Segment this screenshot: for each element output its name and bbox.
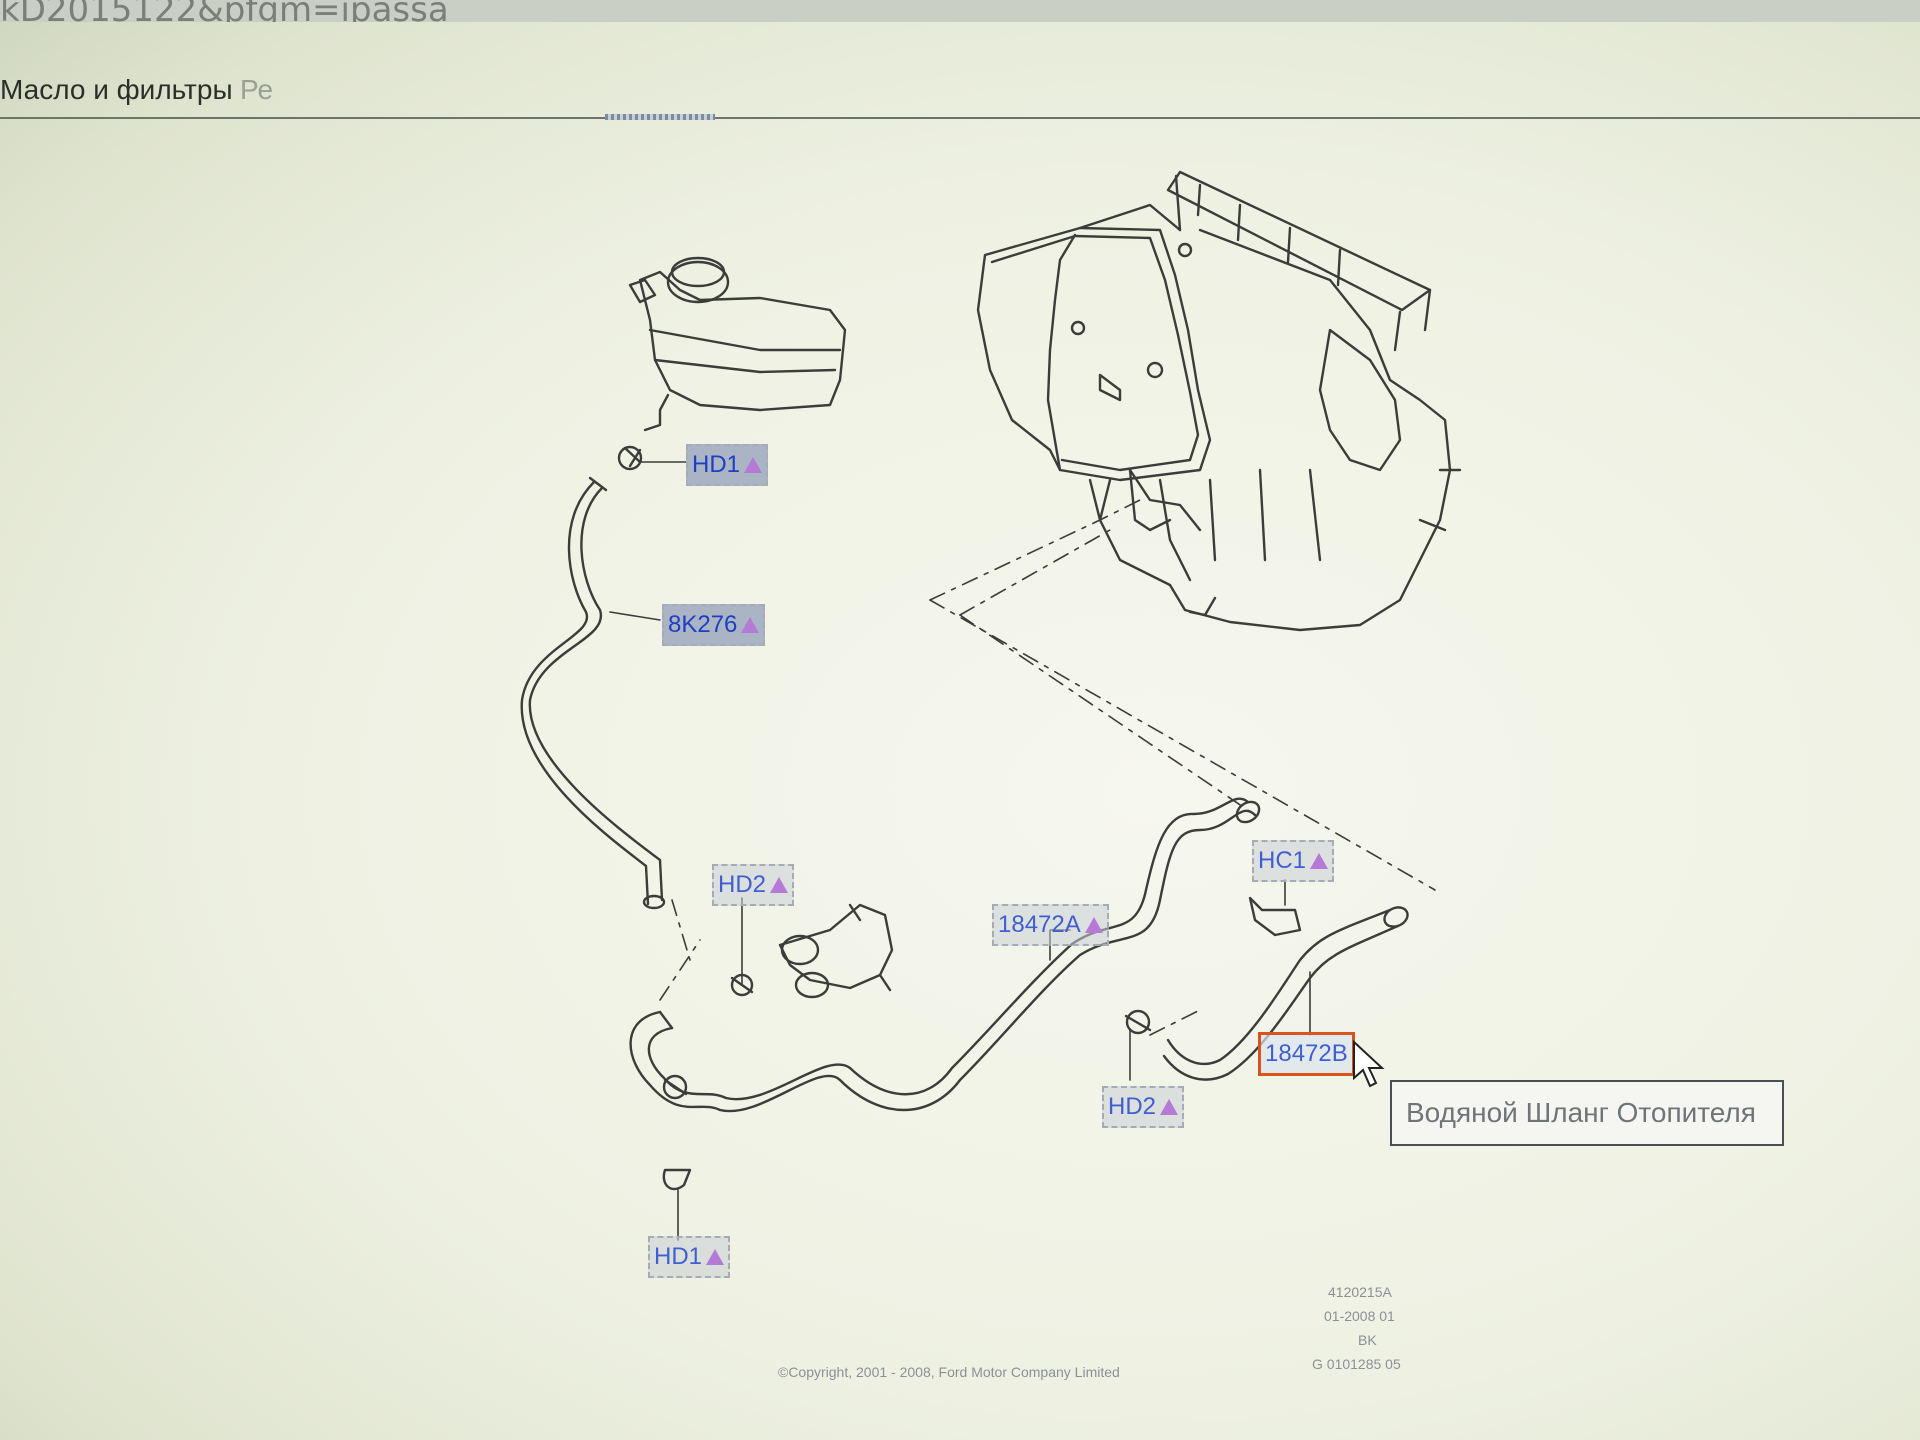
part-tooltip: Водяной Шланг Отопителя xyxy=(1390,1080,1784,1146)
warning-triangle-icon xyxy=(1084,917,1103,933)
callout-8k276[interactable]: 8K276 xyxy=(662,604,766,646)
menu-item-truncated[interactable]: Ре xyxy=(240,74,274,105)
callout-18472a[interactable]: 18472A xyxy=(992,904,1109,946)
warning-triangle-icon xyxy=(1310,853,1329,869)
warning-triangle-icon xyxy=(770,877,789,893)
callout-18472b[interactable]: 18472B xyxy=(1258,1032,1355,1076)
diagram-ref-code: 4120215A xyxy=(1328,1284,1392,1300)
callout-hd1-top[interactable]: HD1 xyxy=(686,444,769,486)
callout-hd2-right[interactable]: HD2 xyxy=(1102,1086,1185,1128)
callout-hd1-bottom[interactable]: HD1 xyxy=(648,1236,731,1278)
callout-hc1[interactable]: HC1 xyxy=(1252,840,1335,882)
address-bar[interactable]: kD2015122&pfgm=ipassa xyxy=(0,0,1920,22)
menu-item-oil-filters[interactable]: Масло и фильтры xyxy=(0,74,233,105)
active-tab-indicator xyxy=(605,114,715,120)
copyright-text: ©Copyright, 2001 - 2008, Ford Motor Comp… xyxy=(778,1364,1120,1380)
diagram-ref-date: 01-2008 01 xyxy=(1324,1308,1395,1324)
warning-triangle-icon xyxy=(706,1249,725,1265)
tooltip-text: Водяной Шланг Отопителя xyxy=(1406,1097,1756,1128)
expansion-tank-drawing xyxy=(628,256,847,432)
diagram-ref-number: G 0101285 05 xyxy=(1312,1356,1401,1372)
mouse-pointer-icon xyxy=(1353,1040,1385,1088)
warning-triangle-icon xyxy=(1160,1099,1179,1115)
warning-triangle-icon xyxy=(741,617,760,633)
heater-box-drawing xyxy=(976,170,1462,632)
callout-hd2-left[interactable]: HD2 xyxy=(712,864,795,906)
address-bar-text: kD2015122&pfgm=ipassa xyxy=(0,0,449,22)
diagram-ref-model: BK xyxy=(1358,1332,1377,1348)
category-menu-bar: Масло и фильтры Ре xyxy=(0,22,1920,119)
warning-triangle-icon xyxy=(744,457,763,473)
